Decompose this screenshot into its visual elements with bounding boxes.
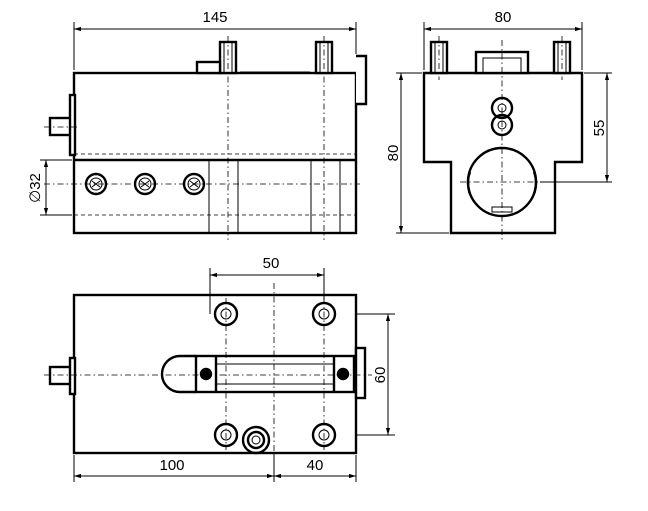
top-slot (194, 354, 356, 394)
dim-side-55: 55 (591, 120, 608, 137)
dim-front-width: 145 (202, 9, 227, 26)
front-screw-3 (182, 172, 206, 196)
top-clamp-right (354, 346, 367, 400)
front-view: 145 ∅32 (27, 9, 368, 240)
side-body-outline (422, 71, 584, 235)
side-view: 80 80 55 (385, 9, 612, 240)
dim-side-height: 80 (385, 145, 402, 162)
top-slot-end (160, 354, 196, 394)
dim-top-height: 60 (372, 367, 389, 384)
top-shaft-left (48, 365, 74, 386)
dim-bottom-left: 100 (159, 457, 184, 474)
front-shaft-left (48, 116, 74, 137)
dim-top-spacing: 50 (263, 255, 280, 272)
top-slot-screw-left (199, 367, 213, 381)
front-clamp-right (356, 54, 368, 106)
dim-bottom-right: 40 (307, 457, 324, 474)
front-screw-2 (133, 172, 157, 196)
top-slot-screw-right (336, 367, 350, 381)
dim-bore-diameter: ∅32 (27, 173, 44, 203)
top-view: 50 60 100 40 (44, 255, 395, 482)
dim-side-width: 80 (495, 9, 512, 26)
front-body-outline (72, 71, 358, 235)
top-fitting (241, 425, 271, 455)
front-screw-1 (84, 172, 108, 196)
